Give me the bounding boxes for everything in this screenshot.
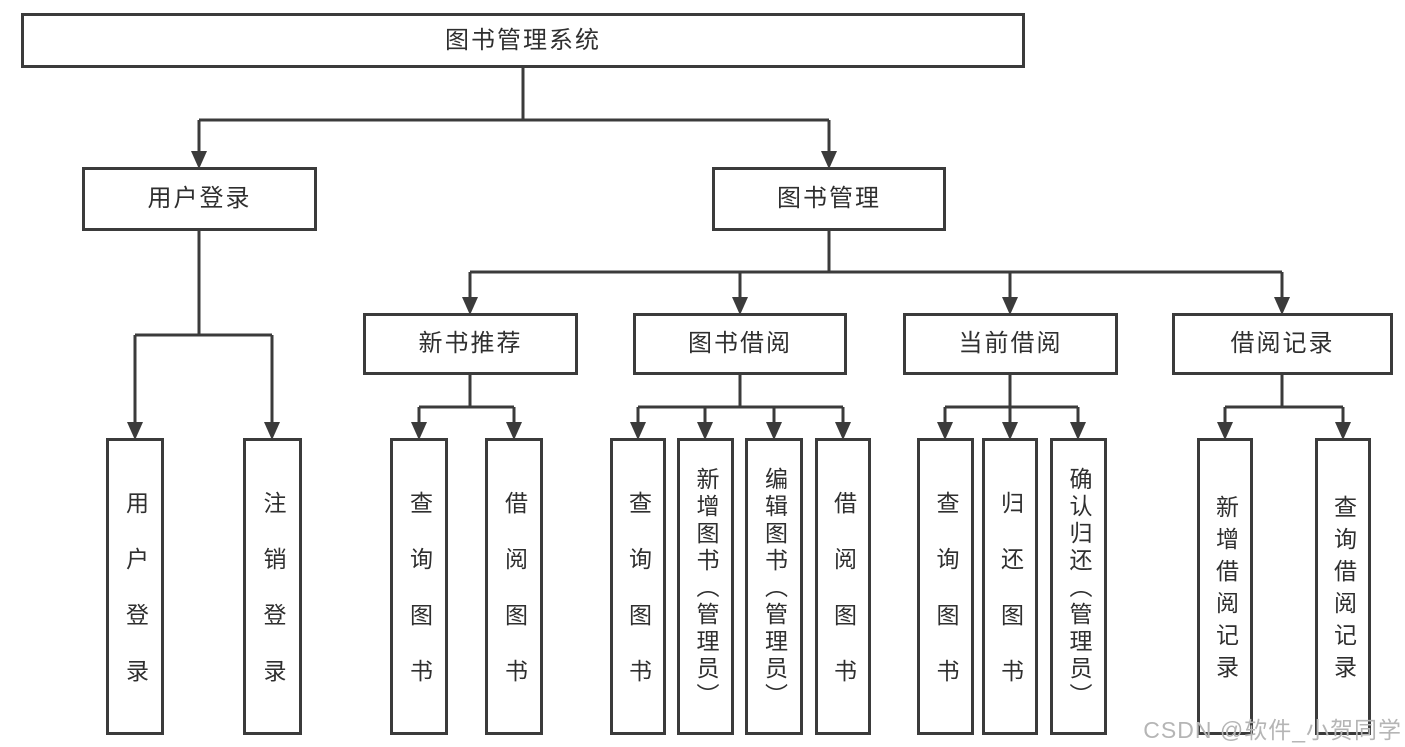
arrow-to-leaf-br-query: [1335, 422, 1351, 440]
arrow-to-leaf-bb-add: [697, 422, 713, 440]
leaf-rec-query-books: 查询图书: [390, 438, 448, 735]
leaf-rec-borrow-books-label: 借阅图书: [501, 491, 528, 715]
leaf-cb-return-books-label: 归还图书: [997, 491, 1024, 715]
leaf-bb-add-books-admin: 新增图书（管理员）: [677, 438, 734, 735]
leaf-bb-edit-books-admin: 编辑图书（管理员）: [745, 438, 803, 735]
leaf-cb-query-books: 查询图书: [917, 438, 974, 735]
arrow-to-current-borrow: [1002, 297, 1018, 315]
connector-shafts: [133, 66, 1345, 424]
node-new-book-rec: 新书推荐: [363, 313, 578, 375]
connector-root-to-level2: [197, 66, 831, 156]
leaf-logout-label: 注销登录: [260, 491, 286, 715]
node-current-borrow-label: 当前借阅: [958, 330, 1063, 357]
leaf-bb-edit-books-admin-label: 编辑图书（管理员）: [761, 467, 788, 710]
leaf-br-query-record-label: 查询借阅记录: [1330, 495, 1357, 687]
arrow-to-book-borrow: [732, 297, 748, 315]
arrow-to-leaf-bb-borrow: [835, 422, 851, 440]
arrow-to-leaf-logout: [264, 422, 280, 440]
arrow-to-leaf-bb-query: [630, 422, 646, 440]
arrow-to-borrow-records: [1274, 297, 1290, 315]
connector-new-book-rec-children: [417, 373, 516, 424]
node-borrow-records: 借阅记录: [1172, 313, 1393, 375]
leaf-user-login-label: 用户登录: [122, 491, 149, 715]
leaf-bb-query-books: 查询图书: [610, 438, 666, 735]
leaf-logout: 注销登录: [243, 438, 302, 735]
leaf-rec-borrow-books: 借阅图书: [485, 438, 543, 735]
arrow-to-user-login: [191, 151, 207, 169]
connector-user-login-children: [133, 229, 274, 424]
leaf-bb-borrow-books: 借阅图书: [815, 438, 871, 735]
arrow-to-leaf-cb-confirm: [1070, 422, 1086, 440]
arrow-to-leaf-user-login: [127, 422, 143, 440]
node-book-borrow: 图书借阅: [633, 313, 847, 375]
node-borrow-records-label: 借阅记录: [1230, 330, 1335, 357]
node-user-login-label: 用户登录: [147, 185, 252, 212]
node-root: 图书管理系统: [21, 13, 1025, 68]
arrow-to-leaf-rec-borrow: [506, 422, 522, 440]
leaf-bb-borrow-books-label: 借阅图书: [830, 491, 857, 715]
arrow-to-leaf-cb-return: [1002, 422, 1018, 440]
arrow-to-leaf-cb-query: [937, 422, 953, 440]
leaf-br-add-record: 新增借阅记录: [1197, 438, 1253, 735]
leaf-cb-query-books-label: 查询图书: [933, 491, 959, 715]
leaf-br-add-record-label: 新增借阅记录: [1212, 495, 1239, 687]
node-user-login: 用户登录: [82, 167, 317, 231]
leaf-bb-query-books-label: 查询图书: [625, 491, 652, 715]
arrow-to-leaf-rec-query: [411, 422, 427, 440]
node-root-label: 图书管理系统: [445, 26, 601, 54]
watermark: CSDN @软件_小贺同学: [1143, 717, 1402, 743]
arrow-to-new-book-rec: [462, 297, 478, 315]
node-book-borrow-label: 图书借阅: [688, 330, 792, 357]
connector-borrow-records-children: [1223, 373, 1345, 424]
connector-book-mgmt-children: [468, 229, 1284, 301]
leaf-rec-query-books-label: 查询图书: [406, 491, 433, 715]
leaf-cb-confirm-return-admin-label: 确认归还（管理员）: [1066, 467, 1092, 710]
arrow-to-leaf-bb-edit: [766, 422, 782, 440]
leaf-cb-confirm-return-admin: 确认归还（管理员）: [1050, 438, 1107, 735]
leaf-cb-return-books: 归还图书: [982, 438, 1038, 735]
connector-book-borrow-children: [636, 373, 845, 424]
leaf-br-query-record: 查询借阅记录: [1315, 438, 1371, 735]
leaf-bb-add-books-admin-label: 新增图书（管理员）: [693, 467, 719, 710]
connector-current-borrow-children: [943, 373, 1080, 424]
connector-arrowheads: [127, 151, 1351, 440]
node-book-mgmt-label: 图书管理: [777, 185, 881, 212]
node-book-mgmt: 图书管理: [712, 167, 946, 231]
node-current-borrow: 当前借阅: [903, 313, 1118, 375]
arrow-to-leaf-br-add: [1217, 422, 1233, 440]
arrow-to-book-mgmt: [821, 151, 837, 169]
node-new-book-rec-label: 新书推荐: [418, 330, 523, 357]
leaf-user-login: 用户登录: [106, 438, 164, 735]
